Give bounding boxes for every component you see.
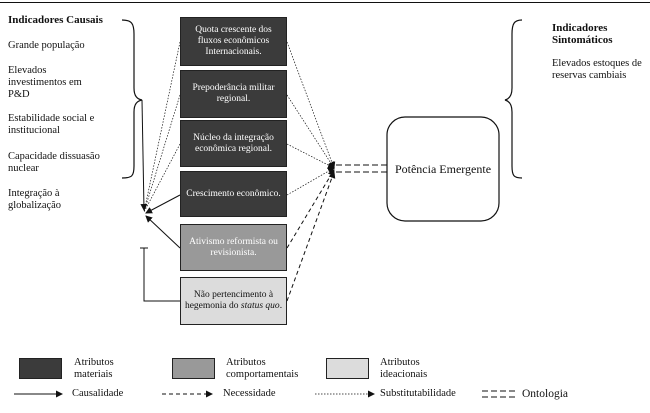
- causal-growth-line: [145, 194, 181, 214]
- target-node-label: Potência Emergente: [394, 162, 492, 176]
- legend-label-ontology: Ontologia: [522, 388, 568, 400]
- attribute-box-label: Prepoderância militar regional.: [192, 83, 275, 104]
- right-brace: [504, 19, 523, 179]
- necessity-lines: [286, 169, 336, 302]
- legend-label-substitutability: Substitutabilidade: [380, 388, 456, 399]
- causal-activism-line: [145, 215, 181, 249]
- attribute-box-material: Quota crescente dos fluxos econômicos In…: [180, 17, 287, 66]
- legend-label-ideational: Atributos ideacionais: [380, 357, 428, 380]
- attribute-box-label: Não pertencimento à hegemonia do status …: [182, 290, 285, 312]
- attribute-box-behavioral: Ativismo reformista ou revisionista.: [180, 224, 287, 271]
- attribute-box-label: Quota crescente dos fluxos econômicos In…: [195, 25, 272, 57]
- legend-label-behavioral: Atributos comportamentais: [226, 357, 299, 380]
- attribute-box-label: Núcleo da integração econômica regional.: [193, 132, 274, 154]
- causal-item: Capacidade dissuasão nuclear: [8, 151, 100, 174]
- attribute-box-material: Núcleo da integração econômica regional.: [180, 120, 287, 167]
- legend-swatch-ideational: [326, 358, 369, 379]
- attribute-label-part: Não pertencimento à hegemonia do: [184, 290, 274, 311]
- left-brace: [121, 19, 143, 179]
- attribute-box-label: Ativismo reformista ou revisionista.: [189, 236, 278, 258]
- substitutability-lines-right: [286, 41, 336, 196]
- legend-label-causality: Causalidade: [72, 388, 124, 399]
- causal-indicators-title: Indicadores Causais: [8, 14, 103, 26]
- attribute-box-material: Prepoderância militar regional.: [180, 70, 287, 118]
- attribute-label-italic: status quo: [240, 301, 280, 311]
- ontology-link: [336, 164, 387, 173]
- legend-swatch-material: [19, 358, 62, 379]
- substitutability-lines-left: [143, 41, 181, 213]
- symptomatic-indicators-title: Indicadores Sintomáticos: [552, 22, 613, 46]
- causal-item: Grande população: [8, 40, 85, 51]
- attribute-label-part: .: [279, 301, 283, 311]
- causal-brace-line: [140, 99, 148, 211]
- target-node-shape: [386, 116, 500, 222]
- causal-bottom-line: [143, 248, 180, 302]
- causal-item: Elevados investimentos em P&D: [8, 65, 82, 100]
- attribute-box-label: Crescimento econômico.: [186, 188, 281, 199]
- legend-label-necessity: Necessidade: [223, 388, 276, 399]
- legend-swatch-behavioral: [172, 358, 215, 379]
- attribute-box-ideational: Não pertencimento à hegemonia do status …: [180, 277, 287, 325]
- legend-label-material: Atributos materiais: [74, 357, 114, 380]
- attribute-box-material: Crescimento econômico.: [180, 171, 287, 217]
- causal-item: Integração à globalização: [8, 188, 62, 211]
- causal-item: Estabilidade social e institucional: [8, 113, 95, 136]
- symptomatic-item: Elevados estoques de reservas cambiais: [552, 58, 642, 81]
- legend-line-ontology: [482, 390, 516, 398]
